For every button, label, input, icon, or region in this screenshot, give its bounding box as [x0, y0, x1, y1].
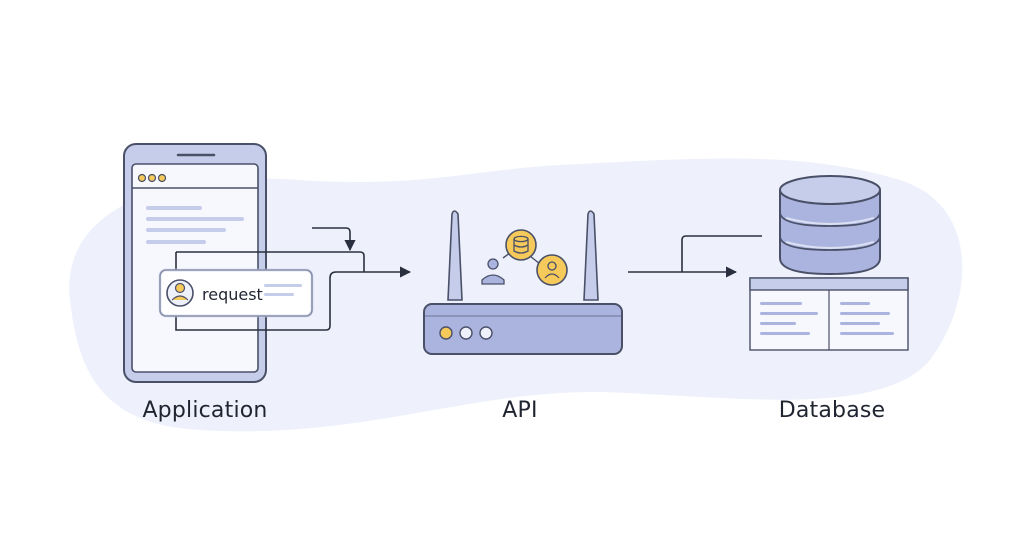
- user-icon: [166, 279, 194, 307]
- request-card-label: request: [202, 285, 263, 304]
- request-connector: [175, 227, 412, 331]
- router-icon: [423, 210, 623, 355]
- background-blob: [69, 158, 963, 432]
- database-icon: [779, 175, 881, 276]
- api-label: API: [502, 398, 538, 423]
- request-card: [158, 268, 314, 318]
- user-badge-icon: [536, 254, 568, 286]
- user-mini-icon: [481, 258, 505, 285]
- database-mini-icon: [505, 229, 537, 261]
- table-icon: [749, 277, 909, 351]
- phone-icon: [123, 143, 267, 383]
- application-label: Application: [142, 398, 268, 423]
- network-cluster: [481, 229, 568, 286]
- db-connector: [628, 235, 762, 278]
- database-label: Database: [778, 398, 886, 423]
